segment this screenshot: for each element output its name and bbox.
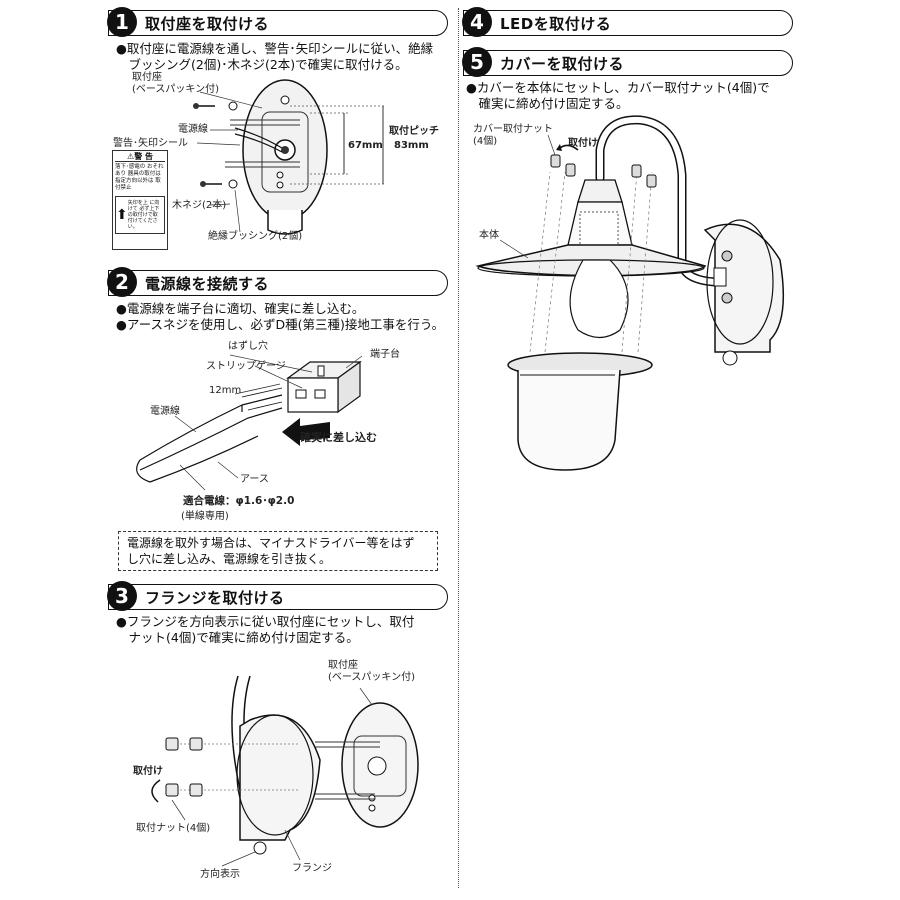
wood-screw-top <box>193 101 238 111</box>
flange <box>236 714 321 855</box>
label-terminal: 端子台 <box>370 349 400 360</box>
label-pitch: 取付ピッチ <box>389 126 439 137</box>
section-1-header: 1 取付座を取付ける <box>107 7 448 37</box>
section-5-text: ●カバーを本体にセットし、カバー取付ナット(4個)で 確実に締め付け固定する。 <box>466 80 770 111</box>
label-single-wire: (単線専用) <box>181 511 229 522</box>
up-arrow-icon: ⬆ <box>116 206 128 223</box>
label-wire-s1: 電源線 <box>178 124 208 135</box>
label-base-s3: 取付座 (ベースパッキン付) <box>328 660 416 683</box>
section-5-number: 5 <box>462 47 492 77</box>
power-wire <box>234 127 283 149</box>
removal-note: 電源線を取外す場合は、マイナスドライバー等をはず し穴に差し込み、電源線を引き抜… <box>118 531 438 571</box>
warning-seal: ⚠警 告 落下･感電の おそれあり 器具の取付は 指定方向以外は 取付禁止 ⬆ … <box>112 150 168 250</box>
power-wires <box>136 394 283 483</box>
warning-title: ⚠警 告 <box>115 153 165 162</box>
label-attach-s5: 取付け <box>568 138 598 149</box>
rotate-arrow-icon <box>151 779 161 803</box>
warning-inner-text: 矢印を上 に向けて 必ず上下 の取付けで取 付けてください。 <box>127 200 160 230</box>
label-attach-s3: 取付け <box>133 766 163 777</box>
label-flange: フランジ <box>292 863 332 874</box>
label-body: 本体 <box>479 230 499 241</box>
section-3-number: 3 <box>107 581 137 611</box>
label-wire-s2: 電源線 <box>150 406 180 417</box>
label-hazushi: はずし穴 <box>228 341 268 352</box>
section-2-title: 電源線を接続する <box>145 274 270 293</box>
cover-nut-icons <box>550 154 657 188</box>
section-2-diagram <box>136 354 363 491</box>
wall-flange <box>703 219 785 366</box>
insert-arrow-icon <box>282 418 330 446</box>
section-1-diagram <box>193 79 385 235</box>
label-earth: アース <box>240 474 269 485</box>
screw-hole-top <box>280 95 290 105</box>
section-3-header: 3 フランジを取付ける <box>107 581 448 611</box>
section-3-diagram <box>151 675 419 867</box>
section-3-title: フランジを取付ける <box>145 588 285 607</box>
label-insert: 確実に差し込む <box>300 431 377 444</box>
section-2-text: ●電源線を端子台に適切、確実に差し込む。 ●アースネジを使用し、必ずD種(第三種… <box>116 301 445 332</box>
section-1-text: ●取付座に電源線を通し、警告･矢印シールに従い、絶縁 ブッシング(2個)･木ネジ… <box>116 41 434 72</box>
lamp-body <box>475 179 707 339</box>
section-3-text: ●フランジを方向表示に従い取付座にセットし、取付 ナット(4個)で確実に締め付け… <box>116 614 415 645</box>
label-strip-gauge: ストリップゲージ <box>206 361 286 372</box>
label-fit-wire: 適合電線：φ1.6･φ2.0 <box>183 495 295 507</box>
nut-icons <box>165 737 203 797</box>
terminal-block <box>286 360 362 414</box>
section-1-number: 1 <box>107 7 137 37</box>
label-67mm: 67mm <box>348 140 383 151</box>
label-direction: 方向表示 <box>200 869 240 880</box>
label-nut-s3: 取付ナット(4個) <box>136 823 211 834</box>
label-base: 取付座 (ベースパッキン付) <box>132 72 220 95</box>
section-2-header: 2 電源線を接続する <box>107 267 448 297</box>
screw-hole-bottom <box>276 171 284 179</box>
label-bushing: 絶縁ブッシング(2個) <box>208 231 303 242</box>
section-5-header: 5 カバーを取付ける <box>462 47 793 77</box>
glass-cover <box>517 369 621 471</box>
section-5-title: カバーを取付ける <box>500 54 625 73</box>
mounting-base-s3 <box>341 702 419 828</box>
label-seal: 警告･矢印シール <box>113 138 188 149</box>
section-4-title: LEDを取付ける <box>500 14 612 33</box>
label-cover-nut: カバー取付ナット (4個) <box>473 124 553 147</box>
label-83mm: 83mm <box>394 140 429 151</box>
label-wood-screw: 木ネジ(2本) <box>172 200 227 211</box>
section-2-number: 2 <box>107 267 137 297</box>
section-1-title: 取付座を取付ける <box>145 14 270 33</box>
section-4-header: 4 LEDを取付ける <box>462 7 793 37</box>
warning-body: 落下･感電の おそれあり 器具の取付は 指定方向以外は 取付禁止 <box>115 164 164 191</box>
column-divider <box>458 8 459 888</box>
section-5-diagram <box>475 115 785 471</box>
label-12mm: 12mm <box>209 385 242 396</box>
wood-screw-bottom <box>200 179 238 189</box>
rotate-arrow-icon-s5 <box>559 144 579 151</box>
section-4-number: 4 <box>462 7 492 37</box>
